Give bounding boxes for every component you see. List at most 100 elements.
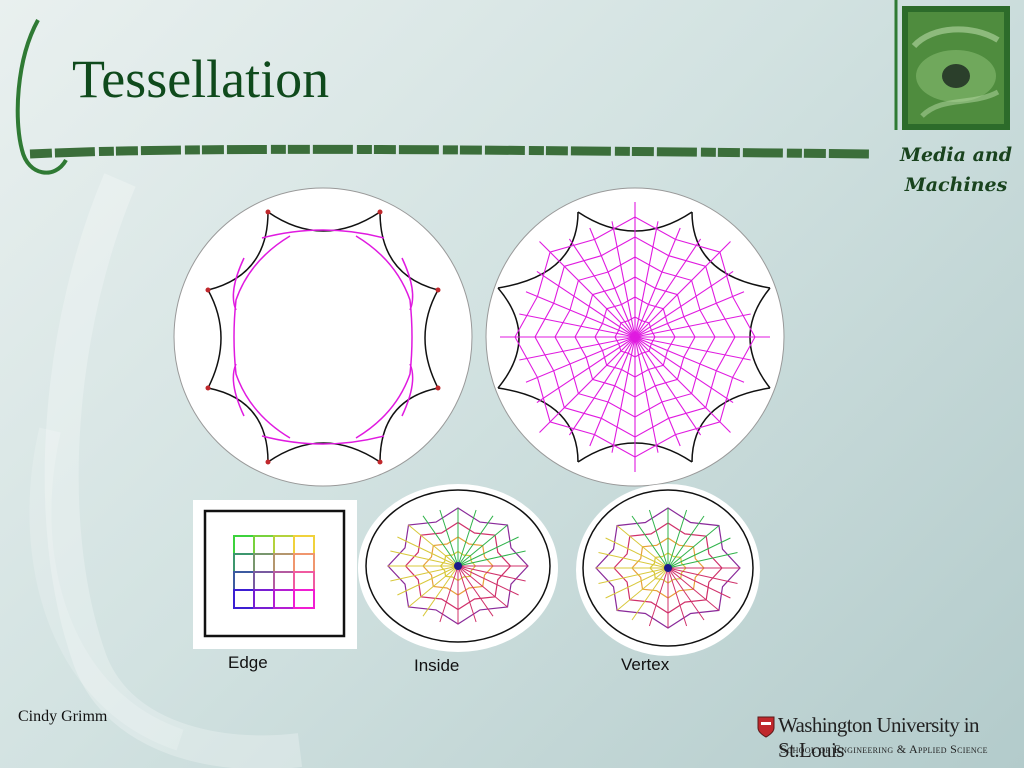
star-spoke <box>667 567 720 611</box>
star-spoke <box>631 567 669 621</box>
caption-edge: Edge <box>228 653 268 672</box>
mesh-spoke <box>611 221 636 338</box>
logo-line1: Media and <box>900 144 1012 166</box>
vertex-coloring-figure <box>576 484 760 656</box>
star-center <box>664 564 672 572</box>
star-spoke <box>422 565 459 617</box>
star-spoke <box>667 525 720 569</box>
mesh-spoke <box>539 241 636 338</box>
star-spoke <box>598 567 669 584</box>
star-spoke <box>457 565 526 582</box>
star-spoke <box>648 567 669 627</box>
brush-curl <box>15 19 68 175</box>
mesh-spoke <box>589 227 636 338</box>
star-spoke <box>422 515 459 567</box>
mesh-spoke <box>634 313 751 338</box>
media-machines-wordmark: Media and Machines <box>893 140 1019 200</box>
mesh-spoke <box>634 227 681 338</box>
mesh-spoke <box>536 336 636 404</box>
school-name: School of Engineering & Applied Science <box>780 742 988 756</box>
edge-boundary-arcs <box>207 211 439 463</box>
edge-vertex-dots <box>205 209 441 465</box>
star-spoke <box>667 567 731 599</box>
star-spoke <box>457 515 494 567</box>
star-spoke <box>390 565 459 582</box>
star-spoke <box>408 565 459 608</box>
mesh-spoke <box>634 336 659 453</box>
mesh-spoke <box>634 221 659 338</box>
mesh-spoke <box>519 313 636 338</box>
mesh-spoke <box>568 336 636 436</box>
star-spoke <box>439 565 459 623</box>
star-spoke <box>397 565 459 596</box>
star-spoke <box>390 550 459 567</box>
star-spoke <box>457 565 508 608</box>
vertex-star-mesh <box>595 507 741 629</box>
grid-cell <box>293 589 315 609</box>
caption-inside: Inside <box>414 656 460 675</box>
author-name: Cindy Grimm <box>18 708 108 725</box>
mesh-spoke <box>539 336 636 433</box>
mesh-spoke <box>634 336 751 361</box>
star-spoke <box>616 567 669 611</box>
page-title: Tessellation <box>72 49 330 109</box>
star-spoke <box>598 552 669 569</box>
star-spoke <box>457 565 519 596</box>
mesh-spoke <box>536 270 636 338</box>
mesh-spoke <box>568 238 636 338</box>
star-spoke <box>457 550 526 567</box>
university-name: Washington University in St.Louis <box>778 713 980 762</box>
mesh-spoke <box>634 336 731 433</box>
star-spoke <box>667 567 688 627</box>
background-swoosh-2 <box>29 427 184 751</box>
full-tessellation-mesh <box>500 202 770 472</box>
mesh-spoke <box>519 336 636 361</box>
star-spoke <box>667 537 731 569</box>
star-spoke <box>605 537 669 569</box>
university-crest-icon <box>757 716 775 738</box>
star-spoke <box>667 567 705 621</box>
star-spoke <box>397 536 459 567</box>
star-spoke <box>457 536 519 567</box>
mesh-spoke <box>634 336 681 447</box>
mesh-spoke <box>634 241 731 338</box>
mesh-spoke <box>634 270 734 338</box>
mesh-spoke <box>634 336 745 383</box>
mesh-spoke <box>634 336 734 404</box>
inside-coloring-figure <box>358 484 558 652</box>
star-spoke <box>605 567 669 599</box>
star-spoke <box>667 552 738 569</box>
star-spoke <box>457 524 508 567</box>
mesh-spoke <box>525 291 636 338</box>
mesh-spoke <box>611 336 636 453</box>
mesh-spoke <box>634 291 745 338</box>
edge-grid-figure <box>193 500 357 649</box>
brush-underline <box>29 144 871 159</box>
star-spoke <box>667 567 738 584</box>
star-spoke <box>457 509 477 567</box>
logo-line2: Machines <box>904 174 1008 196</box>
star-spoke <box>667 515 705 569</box>
star-spoke <box>457 565 494 617</box>
star-center <box>454 562 462 570</box>
star-spoke <box>457 565 477 623</box>
star-spoke <box>631 515 669 569</box>
background-swoosh <box>44 173 303 768</box>
star-spoke <box>616 525 669 569</box>
media-machines-logo-image <box>902 6 1010 130</box>
mesh-spoke <box>589 336 636 447</box>
inside-star-mesh <box>387 507 529 625</box>
mesh-spoke <box>634 336 702 436</box>
star-spoke <box>648 509 669 569</box>
color-grid <box>233 535 315 609</box>
edge-tessellation-curves <box>232 229 414 445</box>
edge-tessellation-figure <box>173 187 473 487</box>
mesh-spoke <box>634 238 702 338</box>
full-tessellation-figure <box>485 187 785 487</box>
mesh-spoke <box>525 336 636 383</box>
star-spoke <box>667 509 688 569</box>
caption-vertex: Vertex <box>621 655 670 674</box>
star-spoke <box>408 524 459 567</box>
star-spoke <box>439 509 459 567</box>
